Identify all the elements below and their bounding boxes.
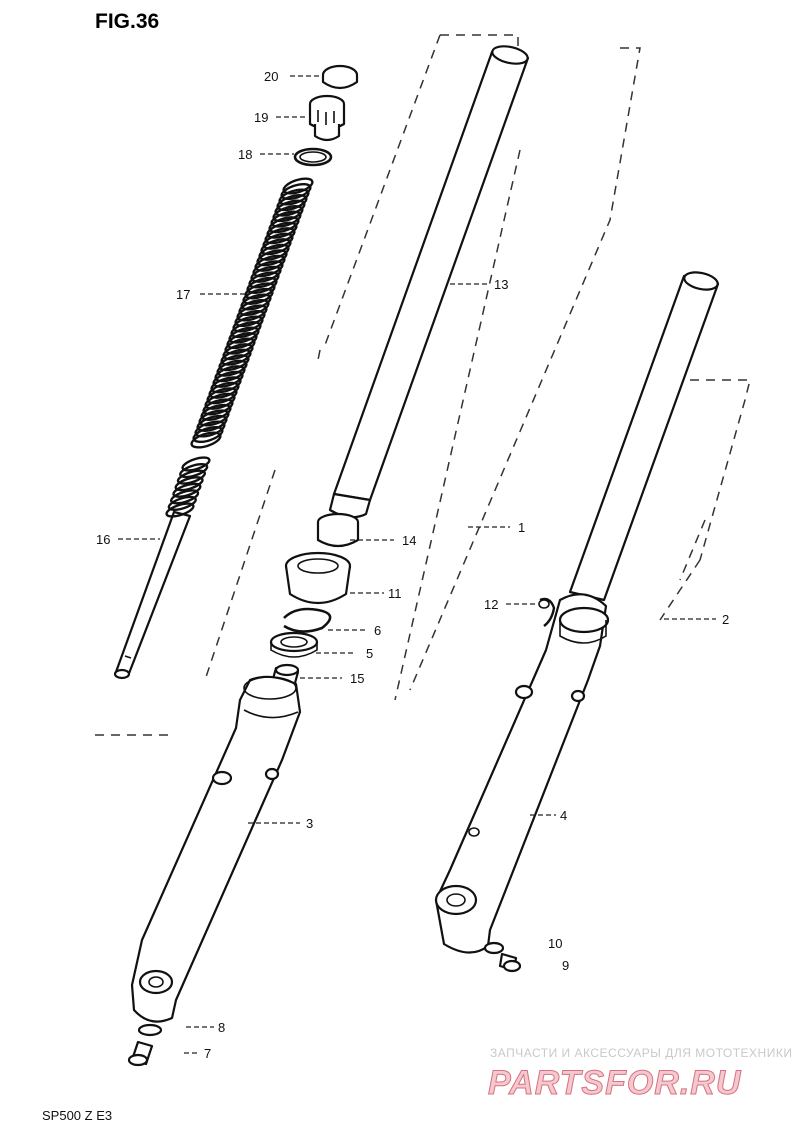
part-17-fork-spring	[190, 177, 314, 449]
watermark-caption: ЗАПЧАСТИ И АКСЕССУАРЫ ДЛЯ МОТОТЕХНИКИ	[490, 1046, 792, 1060]
spring-coil	[174, 476, 204, 492]
label-13: 13	[494, 277, 508, 292]
model-code: SP500 Z E3	[42, 1108, 112, 1123]
label-5: 5	[366, 646, 373, 661]
part-20-cap	[321, 64, 359, 90]
part-11-oil-seal	[284, 551, 352, 605]
spring-coil	[169, 489, 200, 505]
label-18: 18	[238, 147, 252, 162]
leader-lines	[118, 75, 716, 1054]
spring-coil	[167, 495, 197, 512]
label-11: 11	[388, 586, 402, 601]
spring-coil	[181, 456, 211, 472]
label-20: 20	[264, 69, 278, 84]
part-7-bolt-left	[127, 1040, 154, 1067]
part-10-gasket-right	[483, 941, 505, 955]
figure-title: FIG.36	[95, 10, 159, 33]
watermark: ЗАПЧАСТИ И АКСЕССУАРЫ ДЛЯ МОТОТЕХНИКИ PA…	[488, 1046, 792, 1103]
label-8: 8	[218, 1020, 225, 1035]
part-16-damper-rod	[113, 510, 192, 680]
label-6: 6	[374, 623, 381, 638]
spring-coil	[179, 462, 209, 479]
part-12-clip	[538, 597, 556, 627]
label-15: 15	[350, 671, 364, 686]
label-14: 14	[402, 533, 416, 548]
label-12: 12	[484, 597, 498, 612]
spring-coil	[172, 482, 202, 498]
part-labels: 20 19 18 17 16 13 14 11 6 5 15 1 12 2 3 …	[96, 69, 729, 1061]
part-9-bolt-right	[498, 952, 522, 973]
part-16-rebound-spring	[165, 456, 211, 518]
label-16: 16	[96, 532, 110, 547]
part-14-guide-bushing	[316, 512, 360, 548]
label-4: 4	[560, 808, 567, 823]
label-1: 1	[518, 520, 525, 535]
assembly-outline-right	[659, 379, 751, 621]
part-13-inner-tube	[328, 45, 530, 519]
spring-coil	[165, 502, 195, 518]
label-19: 19	[254, 110, 268, 125]
part-8-gasket-left	[137, 1023, 163, 1037]
label-3: 3	[306, 816, 313, 831]
watermark-brand: PARTSFOR.RU	[488, 1064, 742, 1102]
part-6-circlip	[283, 607, 332, 633]
label-7: 7	[204, 1046, 211, 1061]
part-18-o-ring	[293, 147, 333, 167]
part-3-outer-tube-left	[130, 675, 302, 1023]
label-2: 2	[722, 612, 729, 627]
part-1-fork-assembly-right	[568, 271, 720, 602]
part-4-outer-tube-right	[434, 593, 610, 954]
label-10: 10	[548, 936, 562, 951]
spring-coil	[176, 469, 207, 485]
spring-coil	[190, 431, 222, 449]
part-19-cap-bolt	[308, 94, 346, 142]
part-5-washer	[269, 631, 319, 658]
label-17: 17	[176, 287, 190, 302]
label-9: 9	[562, 958, 569, 973]
assembly-outline-left	[95, 34, 641, 736]
